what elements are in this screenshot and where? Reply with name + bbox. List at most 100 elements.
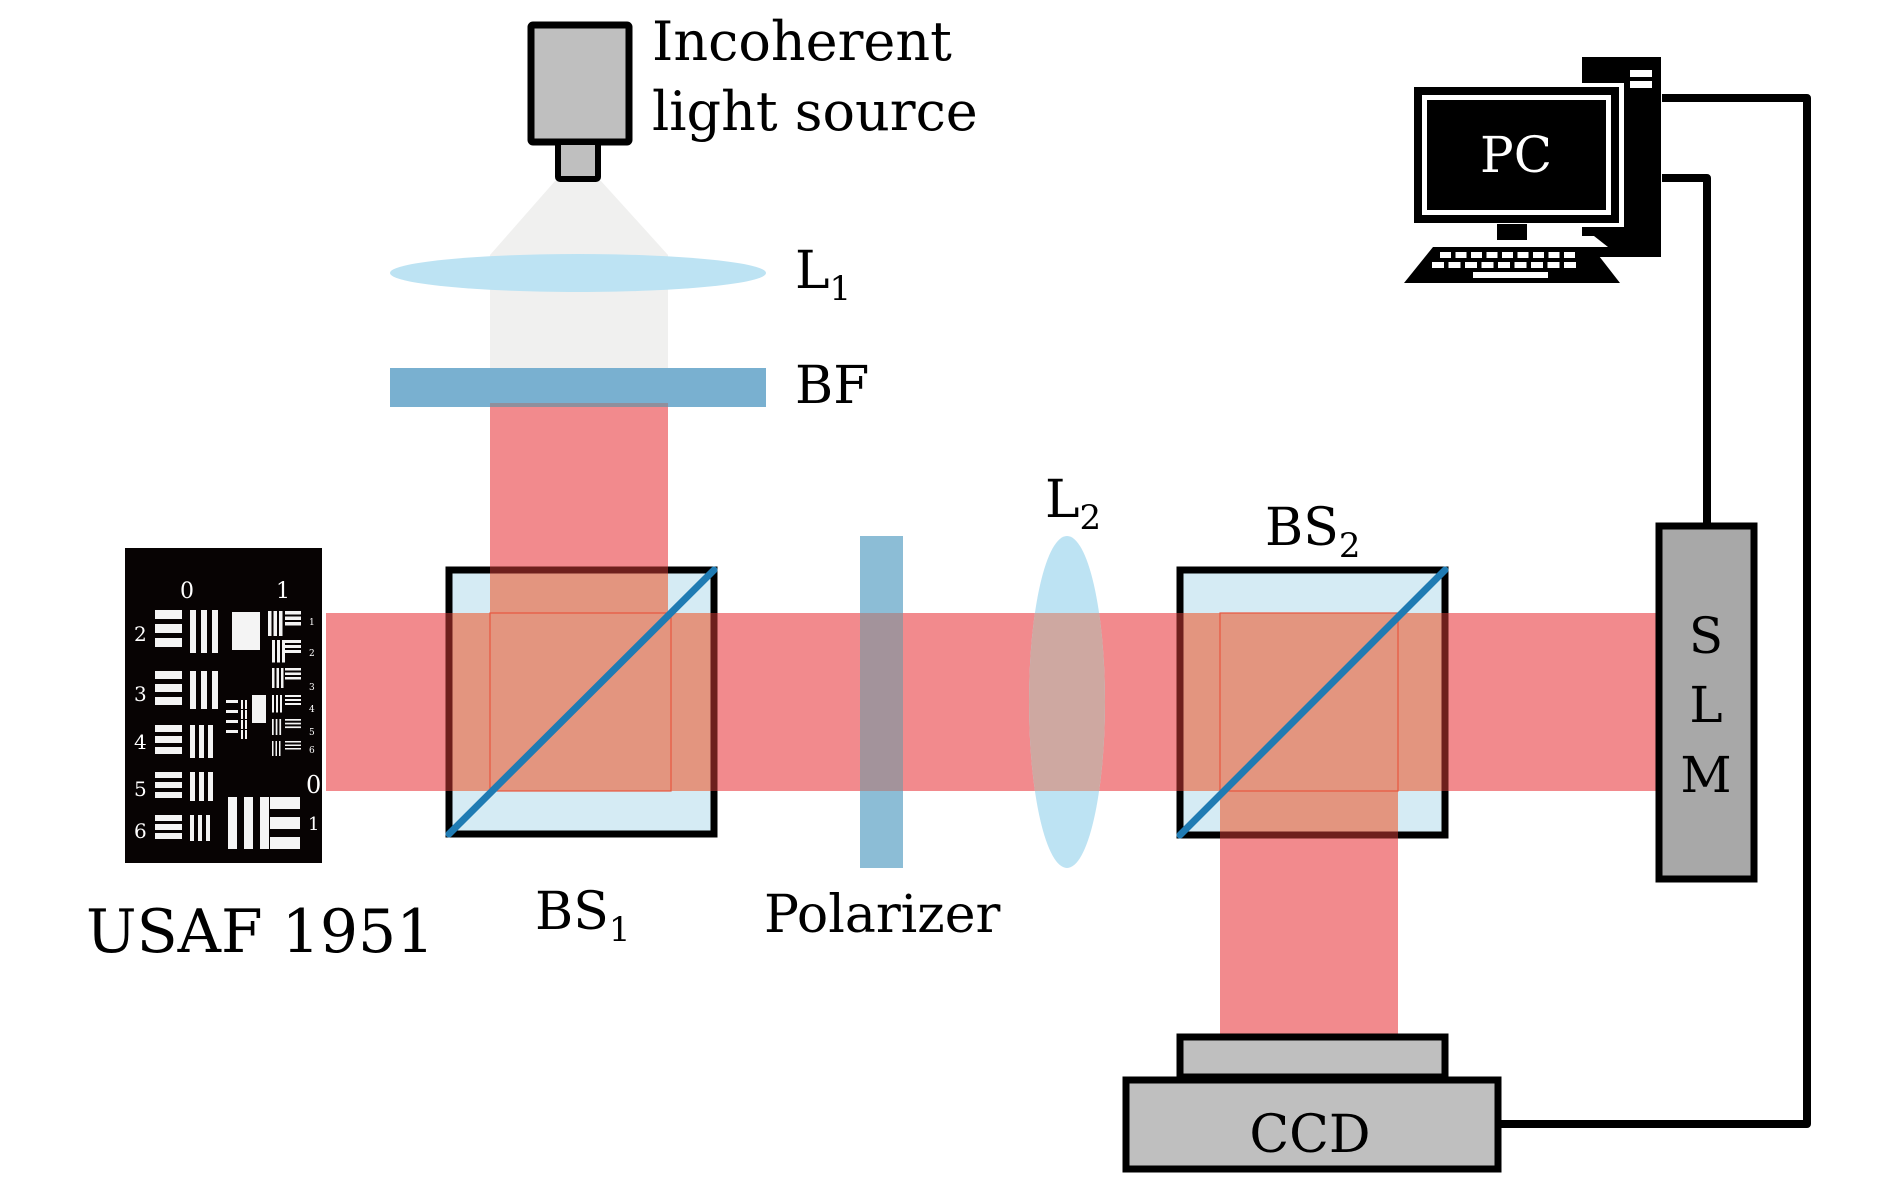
incoherent-light-source [490,21,668,370]
usaf-bar [285,668,301,671]
usaf-bar [155,610,182,619]
pc-tower-notch [1582,236,1608,247]
keyboard-key [1564,262,1576,268]
usaf-bar [199,772,204,801]
usaf-bar [273,611,277,636]
keyboard-key [1465,262,1477,268]
usaf-bar [272,640,275,663]
slm-label-m: M [1680,746,1731,804]
usaf-bar [270,797,300,809]
source-nozzle [555,139,601,182]
usaf-bar [285,611,301,615]
usaf-bar [155,824,182,830]
ccd-body [1122,1076,1502,1173]
usaf-bar [155,638,182,647]
usaf-element-label-small: 4 [309,705,315,715]
pc-computer-icon: PC [1404,57,1661,283]
keyboard-key [1564,252,1575,258]
usaf-bar [285,699,301,701]
usaf-bar-small [241,730,243,739]
usaf-bar [228,797,237,849]
lens-l1-label: L1 [795,241,851,309]
usaf-element-label: 4 [134,730,147,754]
light-cone [490,181,668,255]
usaf-bar [155,725,182,732]
usaf-bar [285,741,301,743]
lens-l1 [390,254,766,292]
usaf-bar [155,697,182,705]
usaf-bar [285,645,301,648]
bs1-frame-beam-overlap-top [490,566,668,574]
usaf-group-label: 1 [276,579,290,604]
usaf-bar [285,695,301,697]
usaf-bar [155,671,182,679]
slm-label-l: L [1689,676,1722,734]
usaf-bar [155,624,182,633]
bf-label: BF [795,356,869,416]
usaf-bar [190,815,194,841]
keyboard-key [1471,252,1482,258]
usaf-bar-small [241,700,243,709]
usaf-bar-patterns [155,610,301,849]
usaf-target-background [125,548,322,863]
beam-splitter-bs1 [445,566,718,838]
usaf-bar-small [245,730,247,739]
usaf-bar [155,684,182,692]
usaf-bar [268,611,272,636]
usaf-bar [285,640,301,643]
usaf-bar [155,747,182,754]
pc-monitor-screen [1427,100,1606,210]
usaf-bar-small [241,720,243,729]
source-label-line1: Incoherent [652,10,952,73]
usaf-1951-target: 0 1 2 3 4 5 6 1 2 3 4 5 6 0 1 [125,548,322,863]
usaf-bar [285,672,301,675]
usaf-bar [277,640,280,663]
bs2-frame-beam-overlap-bottom [1220,831,1398,839]
usaf-bar [275,719,278,735]
usaf-bar [155,782,182,788]
keyboard-key [1547,262,1560,268]
usaf-bar [190,725,195,758]
usaf-element-label: 3 [134,682,147,706]
bs2-label: BS2 [1265,498,1360,566]
keyboard-key [1498,262,1510,268]
keyboard-key [1548,252,1560,258]
ccd-label: CCD [1249,1105,1370,1165]
usaf-bar-small [241,710,243,719]
keyboard-key [1514,262,1527,268]
usaf-bar [155,772,182,778]
usaf-bar [212,671,218,709]
usaf-bar [272,668,275,688]
usaf-bar [276,668,279,688]
bs2-beam-overlap-v [1220,791,1398,835]
usaf-bar-small [226,720,238,723]
wire-pc-to-slm [1662,174,1711,523]
pc-keyboard-keys [1432,252,1576,268]
usaf-bar [208,725,213,758]
usaf-bar [285,622,301,626]
usaf-bar [279,611,283,636]
keyboard-key [1533,252,1544,258]
bs1-frame-beam-overlap-right [710,613,718,791]
pc-monitor-stand [1497,224,1527,240]
usaf-bar [285,616,301,620]
usaf-bar [285,748,301,750]
usaf-bar [272,719,274,735]
bs1-beam-overlap-v [490,570,668,613]
pc-label: PC [1480,126,1552,184]
usaf-bar [155,833,182,839]
usaf-bar-small [245,700,247,709]
polarizer-label: Polarizer [764,885,1000,945]
usaf-bar [155,815,182,821]
bs1-inner-outline [489,612,672,792]
keyboard-key [1517,252,1529,258]
usaf-bar [199,725,204,758]
usaf-bar [280,695,282,713]
slm-label-s: S [1689,607,1723,665]
usaf-element-label-small: 3 [309,683,315,693]
pc-drive-slot [1630,81,1652,88]
lens-l2-subscript: 2 [1080,498,1102,538]
lens-l2-beam-overlap [1029,613,1105,791]
source-label-line2: light source [652,80,978,143]
